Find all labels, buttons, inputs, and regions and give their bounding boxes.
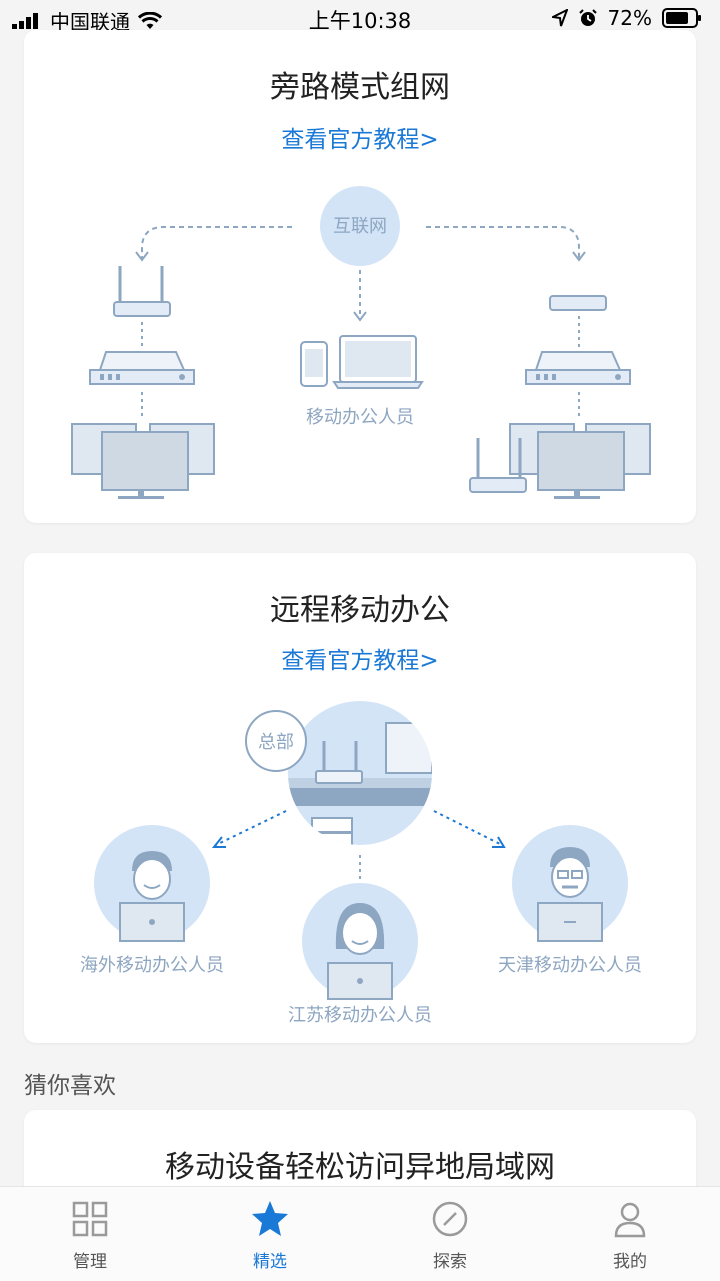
alarm-icon <box>578 9 597 26</box>
left-switch-icon <box>89 351 195 385</box>
jiangsu-label: 江苏移动办公人员 <box>288 1005 432 1026</box>
headquarters-illustration <box>288 701 432 845</box>
tab-bar: 管理 精选 探索 我的 <box>0 1186 720 1281</box>
status-right: 72% <box>551 6 702 30</box>
overseas-person-illustration <box>94 825 210 942</box>
right-monitors-icon <box>469 423 651 499</box>
wifi-icon <box>138 11 162 29</box>
internet-label: 互联网 <box>333 216 387 237</box>
overseas-label: 海外移动办公人员 <box>80 955 224 976</box>
tianjin-label: 天津移动办公人员 <box>498 955 642 976</box>
tab-label: 管理 <box>73 1252 107 1272</box>
status-time: 上午10:38 <box>308 9 412 33</box>
card-title: 移动设备轻松访问异地局域网 <box>165 1150 555 1185</box>
card-title: 远程移动办公 <box>270 593 450 628</box>
right-router-icon <box>549 295 607 311</box>
recommend-section-title: 猜你喜欢 <box>24 1073 116 1099</box>
bypass-network-diagram: 互联网 <box>71 186 651 499</box>
tutorial-link[interactable]: 查看官方教程> <box>281 127 439 153</box>
tab-explore[interactable]: 探索 <box>360 1187 540 1281</box>
battery-percent: 72% <box>607 6 652 30</box>
location-icon <box>551 9 568 27</box>
card-title: 旁路模式组网 <box>270 70 450 105</box>
hq-badge <box>245 710 307 772</box>
tutorial-link[interactable]: 查看官方教程> <box>281 648 439 674</box>
jiangsu-person-illustration <box>302 883 418 1000</box>
tab-manage[interactable]: 管理 <box>0 1187 180 1281</box>
right-switch-icon <box>525 351 631 385</box>
grid-icon <box>72 1201 108 1237</box>
tianjin-person-illustration <box>512 825 628 942</box>
left-router-icon <box>113 266 171 317</box>
signal-icon <box>12 12 38 29</box>
tab-label: 探索 <box>433 1252 467 1272</box>
remote-office-card[interactable]: 远程移动办公 查看官方教程> 总部 <box>24 553 696 1043</box>
tab-label: 我的 <box>613 1252 647 1272</box>
battery-icon <box>662 8 701 28</box>
mobile-label: 移动办公人员 <box>306 407 414 428</box>
person-icon <box>614 1202 646 1238</box>
tab-featured[interactable]: 精选 <box>180 1187 360 1281</box>
tab-label: 精选 <box>253 1252 287 1272</box>
compass-icon <box>432 1201 468 1237</box>
tab-mine[interactable]: 我的 <box>540 1187 720 1281</box>
star-icon <box>252 1201 288 1236</box>
internet-circle <box>320 186 400 266</box>
mobile-devices-icon <box>300 335 424 389</box>
hq-label: 总部 <box>258 732 294 753</box>
left-monitors-icon <box>71 423 215 499</box>
bypass-mode-card[interactable]: 旁路模式组网 查看官方教程> 互联网 <box>24 30 696 523</box>
remote-office-diagram: 总部 海外移动办公人员 江苏移动办公人员 <box>80 701 642 1026</box>
